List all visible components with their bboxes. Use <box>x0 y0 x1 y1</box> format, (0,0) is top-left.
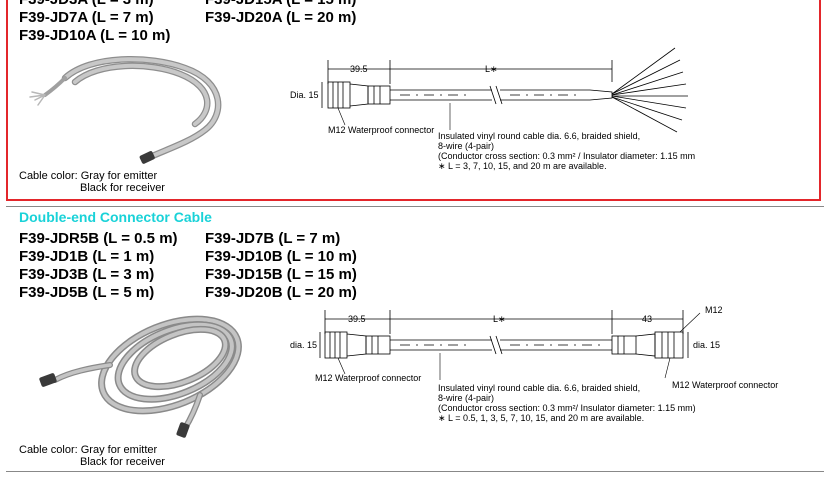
dim-diameter-left: dia. 15 <box>290 340 318 350</box>
section-heading: Double-end Connector Cable <box>19 209 212 225</box>
dim-diameter-right: dia. 15 <box>693 340 721 350</box>
model-f39-jd20a: F39-JD20A (L = 20 m) <box>205 9 357 26</box>
cable-spec-2-line-3: (Conductor cross section: 0.3 mm²/ Insul… <box>438 403 696 413</box>
model-f39-jd10a: F39-JD10A (L = 10 m) <box>19 27 171 44</box>
cable-color-label: Cable color: Gray for emitter <box>19 170 158 182</box>
model-f39-jd7a: F39-JD7A (L = 7 m) <box>19 9 154 26</box>
cable-spec-line-2: 8-wire (4-pair) <box>438 141 495 151</box>
dim-connector-length-left: 39.5 <box>348 314 366 324</box>
dim-connector-length: 39.5 <box>350 64 368 74</box>
model-f39-jd7b: F39-JD7B (L = 7 m) <box>205 230 341 247</box>
model-f39-jd1b: F39-JD1B (L = 1 m) <box>19 248 155 265</box>
connector-label: M12 Waterproof connector <box>328 125 435 135</box>
cable-spec-line-4: ∗ L = 3, 7, 10, 15, and 20 m are availab… <box>438 161 607 171</box>
cable-spec-2-line-4: ∗ L = 0.5, 1, 3, 5, 7, 10, 15, and 20 m … <box>438 413 645 423</box>
connector-label-right: M12 Waterproof connector <box>672 380 779 390</box>
model-f39-jd20b: F39-JD20B (L = 20 m) <box>205 284 357 301</box>
cable-color-receiver-2: Black for receiver <box>80 456 165 468</box>
m12-label: M12 <box>705 305 723 315</box>
cable-spec-2-line-1: Insulated vinyl round cable dia. 6.6, br… <box>438 383 641 393</box>
dim-cable-length: L∗ <box>485 64 498 74</box>
model-f39-jd3b: F39-JD3B (L = 3 m) <box>19 266 155 283</box>
model-f39-jd15a: F39-JD15A (L = 15 m) <box>205 0 356 8</box>
model-f39-jd3a: F39-JD3A (L = 3 m) <box>19 0 154 8</box>
cable-color-receiver: Black for receiver <box>80 182 165 194</box>
connector-label-left: M12 Waterproof connector <box>315 373 422 383</box>
single-end-cable-frame <box>6 0 821 201</box>
cable-color-label-2: Cable color: Gray for emitter <box>19 444 158 456</box>
dim-cable-length-2: L∗ <box>493 314 506 324</box>
model-f39-jd10b: F39-JD10B (L = 10 m) <box>205 248 357 265</box>
dim-diameter: Dia. 15 <box>290 90 319 100</box>
model-f39-jd15b: F39-JD15B (L = 15 m) <box>205 266 357 283</box>
dim-connector-length-right: 43 <box>642 314 653 324</box>
cable-spec-2-line-2: 8-wire (4-pair) <box>438 393 495 403</box>
cable-spec-line-3: (Conductor cross section: 0.3 mm² / Insu… <box>438 151 696 161</box>
model-f39-jd5b: F39-JD5B (L = 5 m) <box>19 284 155 301</box>
model-f39-jdr5b: F39-JDR5B (L = 0.5 m) <box>19 230 178 247</box>
cable-spec-line-1: Insulated vinyl round cable dia. 6.6, br… <box>438 131 641 141</box>
bottom-divider <box>6 471 824 472</box>
section-divider <box>6 206 824 207</box>
